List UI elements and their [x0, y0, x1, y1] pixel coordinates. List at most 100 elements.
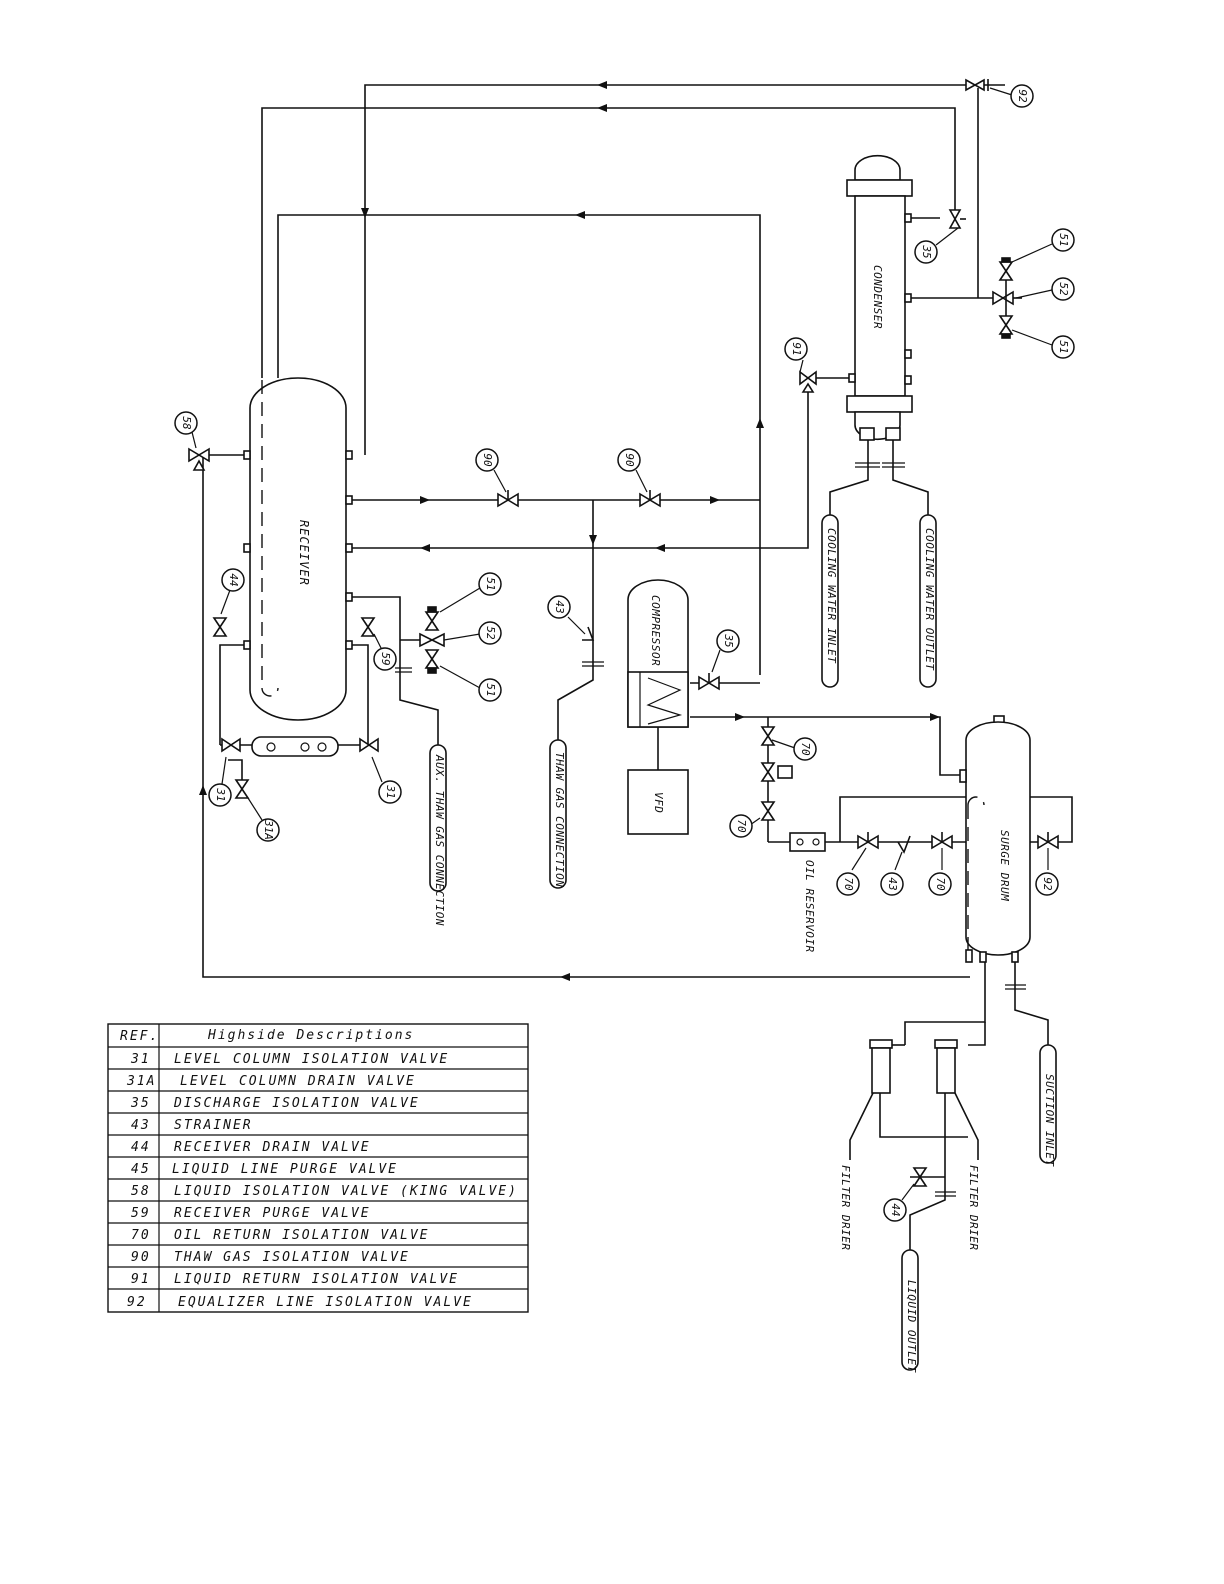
svg-text:92: 92 — [127, 1295, 147, 1310]
svg-text:31: 31 — [130, 1052, 151, 1067]
table-row: 43 STRAINER — [131, 1118, 253, 1133]
svg-text:70: 70 — [735, 819, 748, 833]
svg-text:LEVEL COLUMN ISOLATION VALVE: LEVEL COLUMN ISOLATION VALVE — [174, 1052, 449, 1067]
table-row: 70 OIL RETURN ISOLATION VALVE — [131, 1228, 430, 1243]
svg-text:43: 43 — [553, 600, 566, 613]
svg-text:91: 91 — [790, 342, 803, 355]
svg-text:LIQUID ISOLATION VALVE (KING V: LIQUID ISOLATION VALVE (KING VALVE) — [174, 1184, 518, 1199]
svg-text:92: 92 — [1041, 877, 1054, 891]
svg-text:51: 51 — [1057, 340, 1070, 353]
table-row: 58 LIQUID ISOLATION VALVE (KING VALVE) — [131, 1184, 518, 1199]
callout-43-oil: 43 — [880, 872, 904, 896]
callout-44-receiver: 44 — [221, 568, 245, 592]
callout-58: 58 — [174, 411, 198, 435]
callout-leaders — [191, 87, 1053, 1201]
svg-text:43: 43 — [886, 877, 899, 890]
callout-70-b: 70 — [729, 814, 753, 838]
svg-text:31: 31 — [214, 787, 227, 801]
compressor: COMPRESSOR VFD — [627, 579, 689, 835]
svg-text:35: 35 — [920, 244, 933, 258]
svg-text:STRAINER: STRAINER — [174, 1118, 253, 1133]
svg-text:LEVEL COLUMN DRAIN VALVE: LEVEL COLUMN DRAIN VALVE — [180, 1074, 416, 1089]
svg-text:90: 90 — [131, 1250, 151, 1265]
table-header-ref: REF. — [120, 1029, 159, 1044]
svg-text:59: 59 — [379, 652, 392, 665]
svg-text:70: 70 — [799, 742, 812, 756]
svg-text:DISCHARGE ISOLATION VALVE: DISCHARGE ISOLATION VALVE — [173, 1096, 420, 1111]
callout-52-b: 52 — [478, 621, 502, 645]
callout-92-surge: 92 — [1035, 872, 1059, 896]
filter-drier-label-right: FILTER DRIER — [967, 1165, 980, 1250]
condenser-label: CONDENSER — [871, 265, 884, 329]
svg-text:31: 31 — [384, 784, 397, 798]
compressor-label: COMPRESSOR — [649, 595, 662, 666]
svg-text:35: 35 — [130, 1096, 151, 1111]
svg-text:31A: 31A — [126, 1074, 156, 1089]
cooling-water-inlet-label: COOLING WATER INLET — [825, 528, 838, 664]
table-row: 90 THAW GAS ISOLATION VALVE — [131, 1250, 410, 1265]
aux-thaw-gas-label: AUX. THAW GAS CONNECTION — [433, 754, 446, 926]
callout-70-c: 70 — [836, 872, 860, 896]
svg-text:35: 35 — [722, 633, 735, 647]
svg-text:EQUALIZER LINE ISOLATION VALVE: EQUALIZER LINE ISOLATION VALVE — [178, 1295, 473, 1310]
svg-text:43: 43 — [131, 1118, 151, 1133]
svg-text:52: 52 — [1057, 282, 1070, 296]
callout-35-condenser: 35 — [914, 240, 938, 264]
callout-44-filter: 44 — [883, 1198, 907, 1222]
callout-70-a: 70 — [793, 737, 817, 761]
callout-31-b: 31 — [378, 780, 402, 804]
svg-text:LIQUID LINE PURGE VALVE: LIQUID LINE PURGE VALVE — [172, 1162, 398, 1177]
table-header-desc: Highside Descriptions — [207, 1028, 414, 1043]
svg-text:THAW GAS ISOLATION VALVE: THAW GAS ISOLATION VALVE — [174, 1250, 410, 1265]
svg-text:52: 52 — [484, 626, 497, 640]
callout-92-top: 92 — [1010, 84, 1034, 108]
thaw-gas-label: THAW GAS CONNECTION — [553, 752, 566, 887]
oil-reservoir-label: OIL RESERVOIR — [803, 860, 816, 953]
svg-text:LIQUID RETURN ISOLATION VALVE: LIQUID RETURN ISOLATION VALVE — [174, 1272, 459, 1287]
suction-inlet-label: SUCTION INLET — [1043, 1074, 1056, 1167]
table-row: 45 LIQUID LINE PURGE VALVE — [131, 1162, 398, 1177]
surge-drum-label: SURGE DRUM — [998, 830, 1011, 901]
liquid-outlet-label: LIQUID OUTLET — [905, 1280, 918, 1373]
callout-31-a: 31 — [208, 783, 232, 807]
svg-text:70: 70 — [934, 877, 947, 891]
vfd-label: VFD — [652, 792, 665, 813]
callout-51-b: 51 — [1051, 335, 1075, 359]
svg-text:70: 70 — [131, 1228, 151, 1243]
table-row: 92 EQUALIZER LINE ISOLATION VALVE — [127, 1295, 473, 1310]
table-row: 44 RECEIVER DRAIN VALVE — [131, 1140, 371, 1155]
svg-text:44: 44 — [227, 573, 240, 586]
filter-drier-label-left: FILTER DRIER — [839, 1165, 852, 1250]
valves — [188, 78, 1059, 1187]
callout-90-b: 90 — [617, 448, 641, 472]
callout-51-d: 51 — [478, 678, 502, 702]
svg-text:58: 58 — [131, 1184, 151, 1199]
cooling-water-outlet-label: COOLING WATER OUTLET — [923, 528, 936, 671]
oil-reservoir: OIL RESERVOIR — [789, 832, 826, 953]
callout-bubbles: 92 35 51 52 51 91 58 90 90 44 59 51 52 5… — [174, 84, 1075, 1222]
svg-text:OIL RETURN ISOLATION VALVE: OIL RETURN ISOLATION VALVE — [174, 1228, 430, 1243]
callout-31A: 31A — [256, 818, 280, 842]
callout-51-c: 51 — [478, 572, 502, 596]
svg-text:51: 51 — [1057, 233, 1070, 246]
callout-91: 91 — [784, 337, 808, 361]
svg-text:58: 58 — [180, 416, 193, 430]
svg-text:RECEIVER DRAIN VALVE: RECEIVER DRAIN VALVE — [174, 1140, 371, 1155]
svg-text:44: 44 — [889, 1203, 902, 1216]
condenser-vessel: CONDENSER — [846, 154, 940, 441]
svg-text:92: 92 — [1016, 89, 1029, 103]
svg-text:51: 51 — [484, 683, 497, 696]
svg-text:90: 90 — [623, 453, 636, 467]
description-table: REF. Highside Descriptions 31 LEVEL COLU… — [107, 1023, 529, 1313]
table-row: 31 LEVEL COLUMN ISOLATION VALVE — [130, 1052, 449, 1067]
table-row: 59 RECEIVER PURGE VALVE — [131, 1206, 369, 1221]
svg-text:90: 90 — [481, 453, 494, 467]
svg-text:51: 51 — [484, 577, 497, 590]
connection-capsules: COOLING WATER INLET COOLING WATER OUTLET… — [429, 514, 1057, 1373]
callout-35-compressor: 35 — [716, 629, 740, 653]
svg-text:31A: 31A — [262, 819, 275, 840]
surge-drum-vessel: SURGE DRUM — [959, 715, 1031, 963]
receiver-vessel: RECEIVER — [243, 377, 353, 721]
callout-43-thaw: 43 — [547, 595, 571, 619]
